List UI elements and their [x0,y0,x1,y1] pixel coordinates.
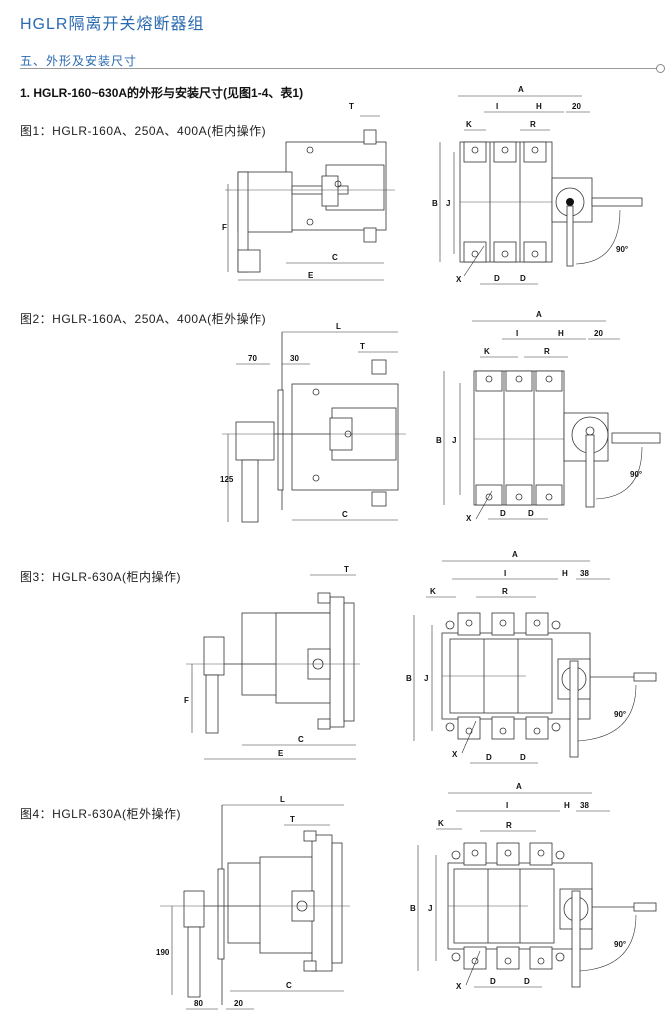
figure-3-label-i: I [504,569,506,578]
figure-1-label-j: J [446,199,450,208]
figure-3-label-j: J [424,674,428,683]
figure-1-label-t-text: T [349,102,354,111]
figure-1-label-20: 20 [572,102,581,111]
figure-1-label-e: E [308,271,314,280]
figure-2-label-angle: 90° [630,470,642,479]
figure-3-label-k: K [430,587,436,596]
figure-1-side-view: F C E T [222,115,395,281]
figure-4-label-i: I [506,801,508,810]
figure-4-label-x: X [456,982,462,991]
figure-4-label-d1: D [490,977,496,986]
figure-3-label-f: F [184,696,189,705]
section-divider [20,68,660,69]
figure-1-label-d1: D [494,274,500,283]
figure-1-label-f: F [222,223,227,232]
figure-1-t-label-box: T [349,102,354,111]
divider-end-marker [656,64,665,73]
figure-1-label-x: X [456,275,462,284]
figure-2-label-h: H [558,329,564,338]
figure-3-label-c: C [298,735,304,744]
figure-4-front-view: A I H 38 K R B J X D D 90° [410,782,657,991]
figure-2-label-a: A [536,310,542,319]
figure-2-label-x: X [466,514,472,523]
figure-1-label-b: B [432,199,438,208]
figure-1-label-d2: D [520,274,526,283]
figure-1-label-k: K [466,120,472,129]
section-heading: 五、外形及安装尺寸 [20,54,138,68]
figure-4-label-80: 80 [194,999,203,1008]
figure-2-label-t: T [360,342,365,351]
figure-2-label-d2: D [528,509,534,518]
figure-3-front-view: A I H 38 K R B J X D D 90° [406,550,657,764]
figure-3-label-h: H [562,569,568,578]
figure-1-label-c: C [332,253,338,262]
figure-4-label-a: A [516,782,522,791]
document-title: HGLR隔离开关熔断器组 [20,16,205,33]
figure-1-caption: 图1：HGLR-160A、250A、400A(柜内操作) [20,124,267,138]
figure-4-label-b: B [410,904,416,913]
figure-1-label-a: A [518,85,524,94]
figure-3-label-e: E [278,749,284,758]
figure-2-label-l: L [336,322,341,331]
figure-2-label-20: 20 [594,329,603,338]
figure-4-caption: 图4：HGLR-630A(柜外操作) [20,807,182,821]
figure-2-caption: 图2：HGLR-160A、250A、400A(柜外操作) [20,312,267,326]
figure-1-label-h: H [536,102,542,111]
figure-4-label-l: L [280,795,285,804]
figure-3-label-a: A [512,550,518,559]
figure-2-label-30: 30 [290,354,299,363]
figure-4-label-k: K [438,819,444,828]
figure-4-label-angle: 90° [614,940,626,949]
figure-3-label-d2: D [520,753,526,762]
figure-4-label-c: C [286,981,292,990]
figure-3-label-x: X [452,750,458,759]
figure-2-label-d1: D [500,509,506,518]
figure-2-label-70: 70 [248,354,257,363]
figure-3-label-b: B [406,674,412,683]
figure-3-label-t: T [344,565,349,574]
figure-4-label-h: H [564,801,570,810]
figure-2-side-view: L T 70 30 125 C [220,322,406,523]
figure-2-label-c: C [342,510,348,519]
figure-1-label-r: R [530,120,536,129]
figure-4-label-j: J [428,904,432,913]
figure-4-side-view: L T 190 C 80 20 [156,795,350,1010]
figure-2-label-i: I [516,329,518,338]
figure-2-label-j: J [452,436,456,445]
figure-3-side-view: T F C E [184,565,360,760]
figure-2-label-125: 125 [220,475,234,484]
figure-3-label-angle: 90° [614,710,626,719]
figure-1-label-i: I [496,102,498,111]
figure-3-label-38: 38 [580,569,589,578]
figure-3-caption: 图3：HGLR-630A(柜内操作) [20,570,182,584]
figure-4-label-20: 20 [234,999,243,1008]
figure-1-label-angle: 90° [616,245,628,254]
figure-2-label-k: K [484,347,490,356]
figure-4-label-t: T [290,815,295,824]
figure-2-label-b: B [436,436,442,445]
figure-3-label-d1: D [486,753,492,762]
figure-2-front-view: A I H 20 K R B J X D D 90° [436,310,661,523]
figure-1-front-view: A I H 20 K R B J X D D 90° [432,85,643,285]
figure-4-label-r: R [506,821,512,830]
subheading: 1. HGLR-160~630A的外形与安装尺寸(见图1-4、表1) [20,86,304,100]
figure-4-label-d2: D [524,977,530,986]
figure-4-label-190: 190 [156,948,170,957]
figure-3-label-r: R [502,587,508,596]
figure-4-label-38: 38 [580,801,589,810]
figure-2-label-r: R [544,347,550,356]
